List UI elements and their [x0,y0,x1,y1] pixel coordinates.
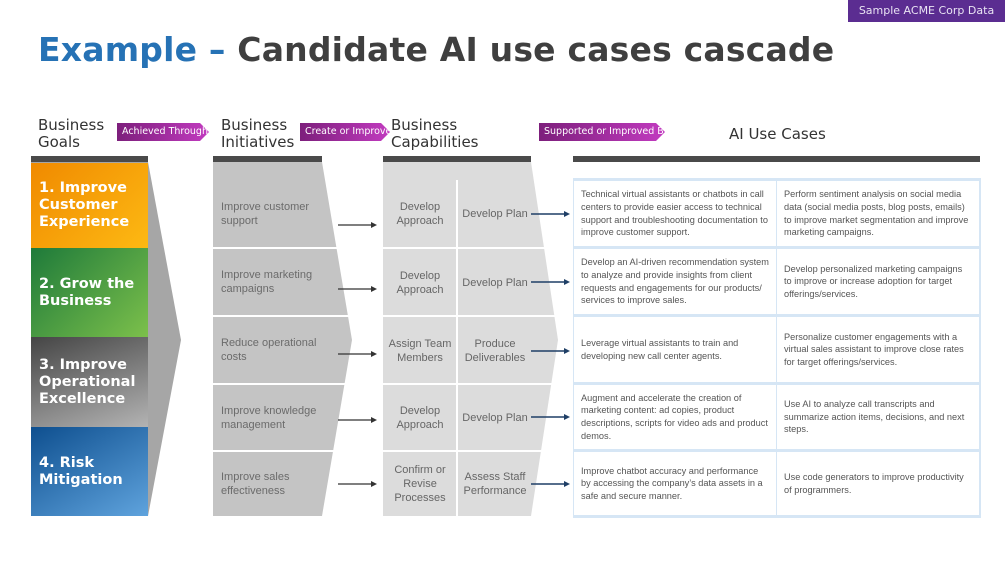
ai-use-case: Leverage virtual assistants to train and… [574,317,776,382]
initiative-1: Improve customer support [221,201,310,227]
initiative-5: Improve sales effectiveness [221,471,290,497]
arrow-right-icon [531,279,570,285]
capabilities-header-bar [383,156,531,162]
arrow-right-icon [531,481,570,487]
connector-achieved-through: Achieved Through [117,123,209,141]
column-header-capabilities: Business Capabilities [391,117,479,151]
title-rest: Candidate AI use cases cascade [225,30,835,69]
arrow-right-icon [338,286,377,292]
ai-use-case: Use AI to analyze call transcripts and s… [777,385,979,449]
goal-1: 1. Improve Customer Experience [31,163,148,248]
capabilities-header-line1: Business [391,116,458,134]
ai-use-case: Develop an AI-driven recommendation syst… [574,249,776,314]
arrow-right-icon [338,417,377,423]
initiative-2: Improve marketing campaigns [221,269,313,295]
capability-3a: Assign Team Members [388,337,452,364]
arrow-right-icon [338,351,377,357]
ai-use-case: Technical virtual assistants or chatbots… [574,181,776,246]
goals-header-line2: Goals [38,133,80,151]
goal-3: 3. Improve Operational Excellence [31,337,148,427]
arrow-right-icon [531,211,570,217]
title-accent: Example – [38,30,226,69]
capability-2a: Develop Approach [396,269,444,296]
initiative-3: Reduce operational costs [221,337,317,363]
arrow-right-icon [338,481,377,487]
arrow-right-icon [531,348,570,354]
capability-4a: Develop Approach [396,405,444,431]
ai-header-bar [573,156,980,162]
initiatives-header-line1: Business [221,116,288,134]
initiatives-header-line2: Initiatives [221,133,295,151]
ai-use-case: Augment and accelerate the creation of m… [574,385,776,449]
capability-5b: Assess Staff Performance [463,471,527,497]
ai-use-case: Perform sentiment analysis on social med… [777,181,979,246]
capabilities-chevron-shape [383,162,558,516]
connector-create-or-improve: Create or Improve [300,123,390,141]
connector-supported-or-improved: Supported or Improved By [539,123,665,141]
goals-header-bar [31,156,148,162]
ai-use-case: Improve chatbot accuracy and performance… [574,452,776,515]
capability-1b: Develop Plan [462,208,528,220]
goal-4: 4. Risk Mitigation [31,427,148,516]
goals-header-line1: Business [38,116,105,134]
capability-row-separators [383,180,565,516]
arrow-right-icon [531,414,570,420]
initiative-4: Improve knowledge management [221,405,317,431]
column-header-ai: AI Use Cases [729,125,826,143]
initiatives-header-bar [213,156,322,162]
initiatives-chevron-shape [213,162,352,516]
ai-use-case: Personalize customer engagements with a … [777,317,979,382]
capability-1a: Develop Approach [396,201,444,227]
initiative-row-separators [213,247,360,452]
capability-4b: Develop Plan [462,412,528,424]
capabilities-header-line2: Capabilities [391,133,479,151]
capability-5a: Confirm or Revise Processes [394,464,446,504]
arrow-right-icon [338,222,377,228]
ai-use-case: Develop personalized marketing campaigns… [777,249,979,314]
column-header-initiatives: Business Initiatives [221,117,294,151]
column-header-goals: Business Goals [38,117,104,151]
goal-2: 2. Grow the Business [31,248,148,337]
capability-3b: Produce Deliverables [464,337,526,364]
sample-data-badge: Sample ACME Corp Data [848,0,1005,22]
page-title: Example – Candidate AI use cases cascade [38,30,834,69]
ai-use-case: Use code generators to improve productiv… [777,452,979,515]
capability-2b: Develop Plan [462,276,528,289]
